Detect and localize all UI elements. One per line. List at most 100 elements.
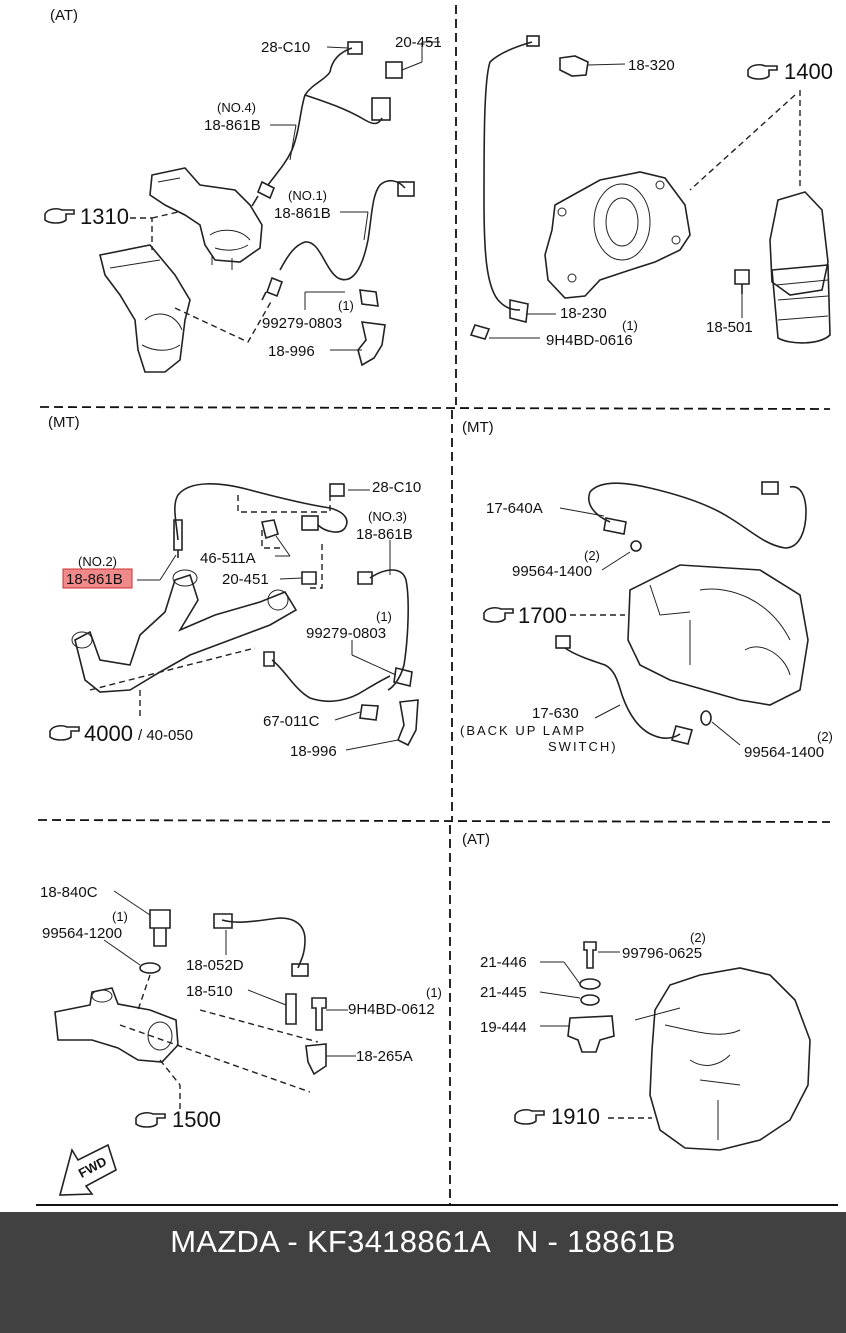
gasket-99564-1200 [139,962,161,974]
label-qty-1-ml: (1) [376,609,392,624]
sensor-19444 [567,1015,615,1053]
label-qty-1-bl-a: (1) [112,909,128,924]
catalytic-converter [99,244,191,373]
sensor-no2 [173,519,183,558]
harness-18052d [221,917,306,969]
sensor-no1 [261,276,284,301]
oil-filter [771,264,831,344]
sensor-no2-harness [174,483,348,541]
sensor-18840c [149,909,171,947]
washer-99564-a [630,540,642,552]
clip-99279 [359,289,379,307]
label-qty-1-bl-b: (1) [426,985,442,1000]
label-qty-1: (1) [338,298,354,313]
quadrant-mid-left: (MT) 28-C10 (NO. [48,414,421,760]
label-backup-lamp: (BACK UP LAMP [460,723,586,738]
connector-17630 [555,635,571,649]
label-no4: (NO.4) [217,100,256,115]
clip-28c10-mt [329,483,345,497]
harness-17640a [588,482,807,549]
label-qty-2b: (2) [817,729,833,744]
label-46511a: 46-511A [200,550,256,567]
sensor-no3 [263,651,275,667]
label-28c10: 28-C10 [261,39,310,56]
label-17640a: 17-640A [486,500,543,517]
label-99564-1200: 99564-1200 [42,925,122,942]
bolt-9h4bd-0612 [311,997,327,1031]
oil-pump-cover [544,171,691,299]
oil-filter-housing [769,191,829,296]
exhaust-manifold [149,167,263,263]
manual-transaxle [627,564,809,706]
bolt-99796-0625 [583,941,597,969]
washer-21446 [579,978,601,990]
label-9h4bd-0616: 9H4BD-0616 [546,332,633,349]
label-no2: (NO.2) [78,554,117,569]
quadrant-bottom-right: (AT) (2) 21-446 99796-0625 21-445 19-444… [462,831,811,1151]
fwd-arrow-icon [58,1143,117,1196]
label-99564-1400-b: 99564-1400 [744,744,824,761]
part-number-caption: MAZDA - KF3418861A N - 18861B [170,1224,676,1259]
quadrant-top-left: (AT) [44,7,442,373]
label-18861b-highlighted: 18-861B [66,571,123,588]
washer-21445 [580,994,600,1006]
hand-icon-1500 [135,1112,166,1128]
harness-18230 [483,41,533,311]
ref-1700: 1700 [518,603,567,628]
label-99279-0803: 99279-0803 [262,315,342,332]
label-qty-2a: (2) [584,548,600,563]
label-18501: 18-501 [706,319,753,336]
label-40050: / 40-050 [138,727,193,744]
clip-46511a [261,519,279,540]
connector-no3 [357,571,373,585]
sensor-no4-harness-b [304,94,383,125]
connector-top [526,35,540,47]
ref-1500: 1500 [172,1107,221,1132]
label-17630: 17-630 [532,705,579,722]
label-19444: 19-444 [480,1019,527,1036]
switch-17640a [603,517,627,535]
label-qty-1-tr: (1) [622,318,638,333]
clip-67011c [359,704,379,721]
sensor-no3-harness [369,569,409,691]
hand-icon-1310 [44,208,75,224]
hand-icon-4000 [49,725,80,741]
automatic-transaxle [649,967,811,1151]
label-18230: 18-230 [560,305,607,322]
label-18265a: 18-265A [356,1048,413,1065]
ref-1910: 1910 [551,1104,600,1129]
sensor-no3-tail [271,659,391,702]
quadrant-top-right: 18-320 1400 18-230 (1) 9H4BD-0616 18-501 [469,35,833,349]
label-18996: 18-996 [268,343,315,360]
section-dividers [36,5,838,1206]
water-outlet-housing [54,987,179,1063]
sensor-no1-harness [279,179,406,281]
bolt-9h4bd-0616 [469,324,491,340]
label-18052d: 18-052D [186,957,244,974]
part-number-footer: MAZDA - KF3418861A N - 18861B [0,1212,846,1333]
connector-no4 [371,97,391,121]
label-18510: 18-510 [186,983,233,1000]
parts-diagram: (AT) [36,5,838,1206]
connector-no1 [397,181,415,197]
highlight-18861b [62,568,133,589]
header-at-bottom-right: (AT) [462,831,490,848]
label-9h4bd-0612: 9H4BD-0612 [348,1001,435,1018]
ref-1310: 1310 [80,204,129,229]
clip-99279-mt [393,667,413,687]
label-21446: 21-446 [480,954,527,971]
sensor-18510 [285,993,297,1025]
hand-icon-1700 [483,607,514,623]
label-switch: SWITCH) [548,739,618,754]
header-mt-mid-right: (MT) [462,419,494,436]
label-18996-mt: 18-996 [290,743,337,760]
label-18861b-no3: 18-861B [356,526,413,543]
label-18861b-no1: 18-861B [274,205,331,222]
label-18840c: 18-840C [40,884,98,901]
quadrant-bottom-left: 18-840C (1) 99564-1200 18-052D 18-510 (1… [40,884,442,1196]
harness-17630 [564,647,681,739]
label-qty-2-br: (2) [690,930,706,945]
backup-lamp-switch [671,725,693,745]
sensor-no4-harness [267,47,353,186]
clip-18230 [509,299,529,323]
